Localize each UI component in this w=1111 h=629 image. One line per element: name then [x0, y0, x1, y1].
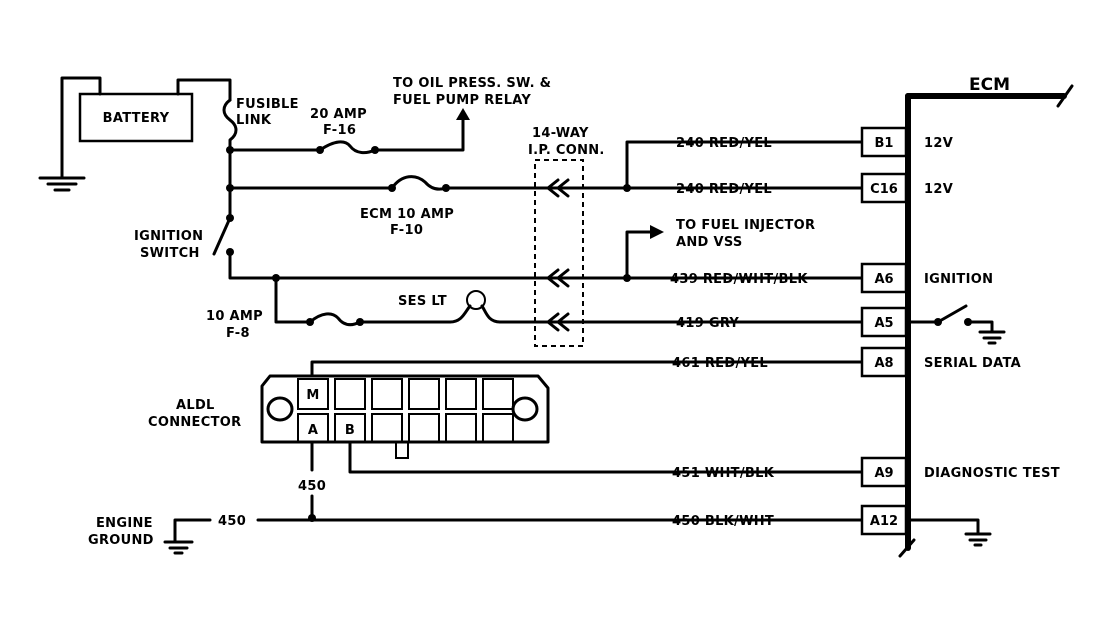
engine-ground-label: ENGINE	[96, 516, 153, 531]
aldl-label-2: CONNECTOR	[148, 415, 241, 430]
wire-450-label: 450	[298, 479, 326, 494]
fuse-20-label: 20 AMP	[310, 107, 367, 122]
ecm-pin-label: 12V	[924, 136, 953, 151]
wire-label: 240 RED/YEL	[676, 136, 772, 151]
oil-press-label-2: FUEL PUMP RELAY	[393, 93, 531, 108]
oil-press-label: TO OIL PRESS. SW. &	[393, 76, 551, 91]
battery-label: BATTERY	[103, 111, 170, 126]
connector-chevrons	[546, 178, 570, 332]
ground-symbol-ecm	[906, 518, 992, 547]
battery-symbol: BATTERY	[60, 76, 232, 180]
ecm-pin-label: SERIAL DATA	[924, 356, 1021, 371]
fuel-injector-label-2: AND VSS	[676, 235, 743, 250]
ip-connector-label: 14-WAY	[532, 126, 589, 141]
ecm-pin-label: IGNITION	[924, 272, 993, 287]
wire-label: 461 RED/YEL	[672, 356, 768, 371]
wire-450-label-2: 450	[218, 514, 246, 529]
ecm-fuse-label-2: F-10	[390, 223, 423, 238]
ecm-pin-c16: C16	[870, 182, 898, 197]
fuse-20-label-2: F-16	[323, 123, 356, 138]
ecm-pin-label: 12V	[924, 182, 953, 197]
aldl-pin-m: M	[306, 388, 319, 403]
aldl-connector: M A B	[260, 374, 550, 459]
ground-symbol-engine	[163, 540, 194, 555]
fuse-10-label-2: F-8	[226, 326, 250, 341]
aldl-label: ALDL	[176, 398, 215, 413]
ecm-fuse-label: ECM 10 AMP	[360, 207, 454, 222]
ses-lamp-icon	[466, 290, 486, 310]
aldl-pin-a: A	[308, 423, 318, 438]
ecm-pin-a9: A9	[874, 466, 893, 481]
ecm-pin-a6: A6	[874, 272, 893, 287]
ses-lamp-label: SES LT	[398, 294, 447, 309]
ecm-pin-a12: A12	[870, 514, 898, 529]
ignition-switch-label-2: SWITCH	[140, 246, 200, 261]
ecm-internal-switch	[906, 304, 1006, 345]
wire-label: 451 WHT/BLK	[672, 466, 775, 481]
ecm-pin-b1: B1	[875, 136, 894, 151]
fuse-10-label: 10 AMP	[206, 309, 263, 324]
ecm-title: ECM	[969, 75, 1010, 95]
engine-ground-label-2: GROUND	[88, 533, 154, 548]
ecm-pins	[860, 126, 908, 536]
aldl-pin-b: B	[345, 423, 355, 438]
ignition-switch-label: IGNITION	[134, 229, 203, 244]
fusible-link-label: FUSIBLE	[236, 97, 299, 112]
ground-symbol-battery	[38, 176, 86, 192]
ignition-switch	[212, 216, 232, 256]
ecm-pin-a5: A5	[874, 316, 893, 331]
wire-label: 439 RED/WHT/BLK	[670, 272, 808, 287]
ecm-pin-label: DIAGNOSTIC TEST	[924, 466, 1060, 481]
fusible-link-label-2: LINK	[236, 113, 272, 128]
fuel-injector-label: TO FUEL INJECTOR	[676, 218, 815, 233]
ip-connector-label-2: I.P. CONN.	[528, 143, 605, 158]
wire-label: 450 BLK/WHT	[672, 514, 774, 529]
ecm-pin-a8: A8	[874, 356, 893, 371]
wire-label: 419 GRY	[676, 316, 739, 331]
fusible-link	[222, 98, 238, 222]
wire-label: 240 RED/YEL	[676, 182, 772, 197]
